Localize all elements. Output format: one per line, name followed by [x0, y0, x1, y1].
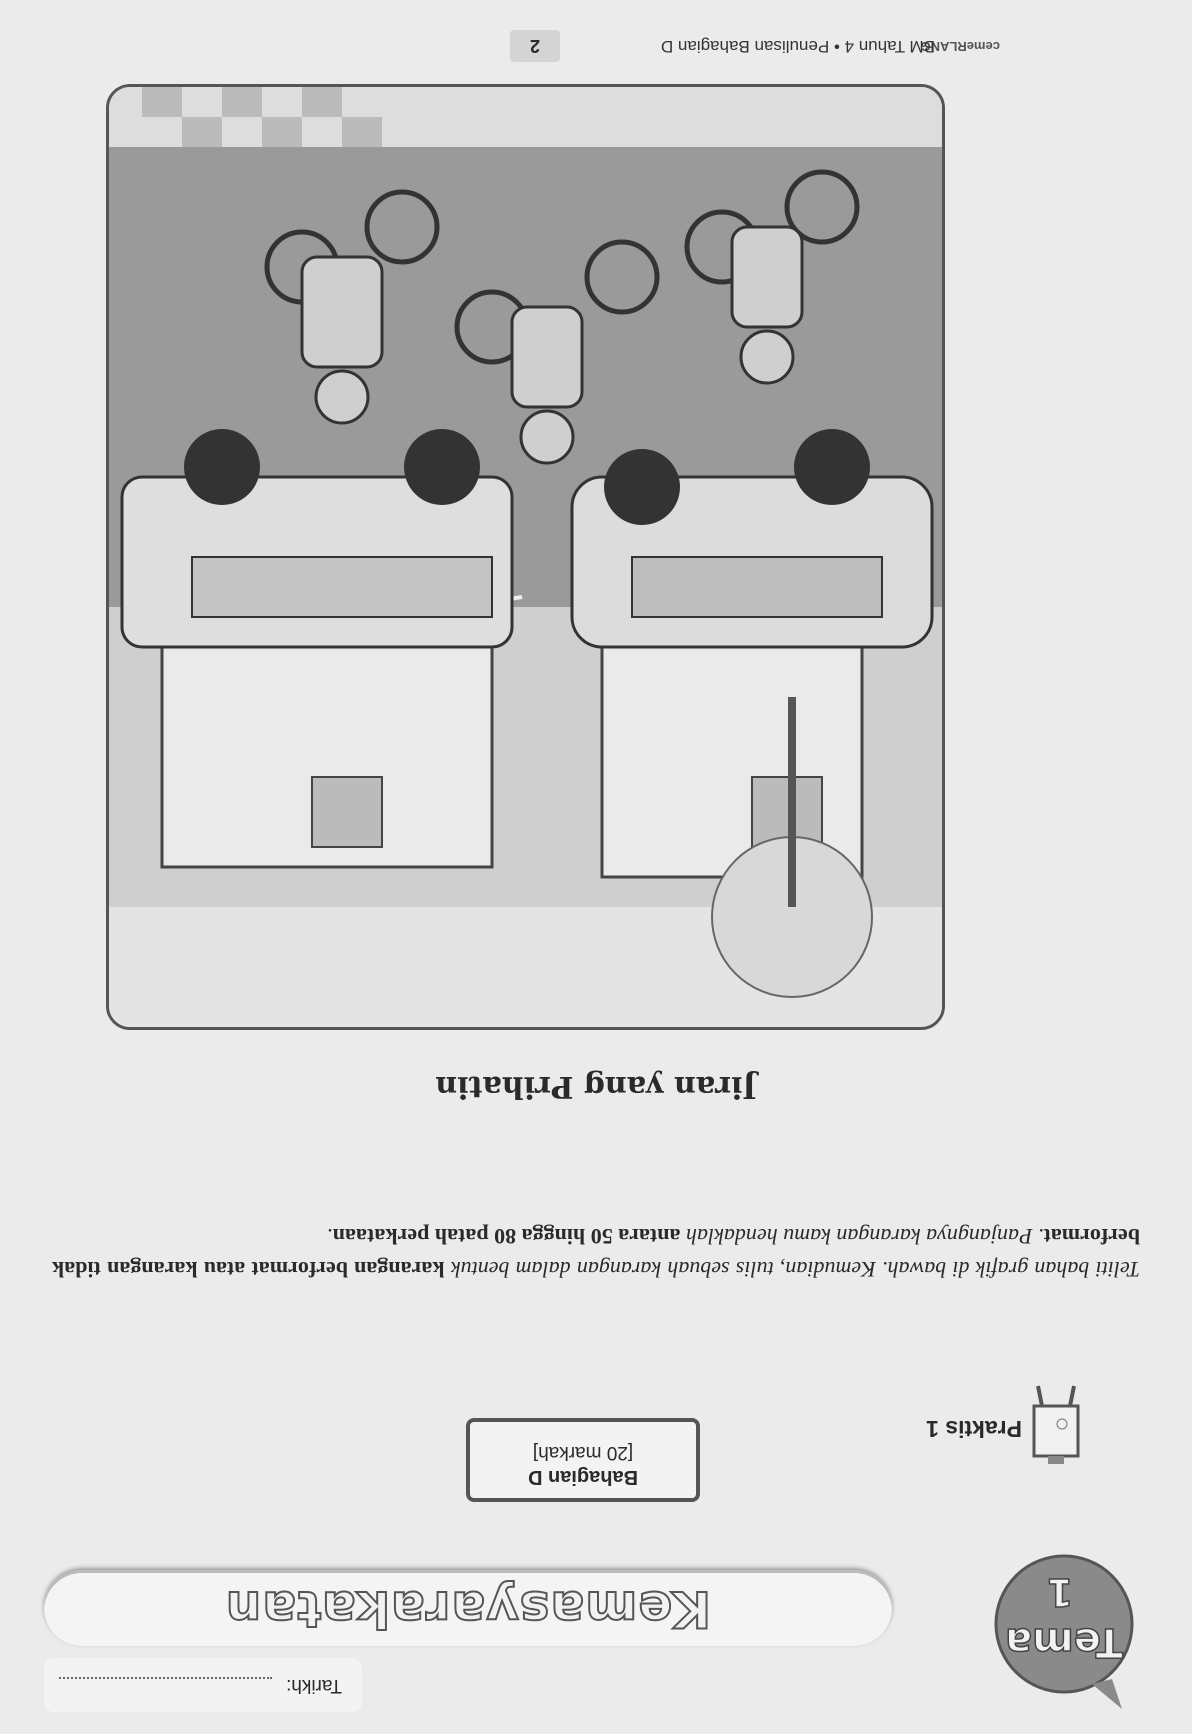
page-title: Kemasyarakatan: [224, 1579, 712, 1639]
car-left: [570, 429, 934, 649]
title-bar: Kemasyarakatan: [44, 1570, 892, 1646]
easel-icon: [1032, 1385, 1080, 1464]
theme-badge: Tema 1: [994, 1554, 1134, 1709]
instruction-part-3: . Panjangnya karangan kamu hendaklah: [680, 1224, 1044, 1249]
section-badge: Bahagian D [20 markah]: [466, 1418, 700, 1502]
instruction-part-4: antara 50 hingga 80 patah perkataan: [332, 1224, 681, 1249]
instruction-part-1: Teliti bahan grafik di bawah. Kemudian, …: [444, 1257, 1140, 1282]
theme-number: 1: [1047, 1570, 1073, 1614]
street-scene-illustration: [109, 87, 942, 1027]
date-line: [59, 1677, 272, 1679]
page-number: 2: [510, 30, 560, 62]
date-label: Tarikh:: [286, 1675, 342, 1696]
instruction-end: .: [327, 1224, 333, 1249]
car-right: [120, 429, 514, 649]
theme-word: Tema: [1005, 1619, 1123, 1665]
section-name: Bahagian D: [527, 1466, 639, 1488]
ceiling-tiles: [109, 87, 942, 147]
illustration-frame: [106, 84, 945, 1030]
exercise-label: Praktis 1: [926, 1416, 1022, 1442]
riders: [300, 225, 804, 465]
footer-text: BM Tahun 4 • Penulisan Bahagian D: [660, 37, 935, 56]
date-field[interactable]: Tarikh:: [44, 1658, 362, 1712]
picture-title: Jiran yang Prihatin: [435, 1069, 757, 1104]
section-marks: [20 markah]: [532, 1442, 634, 1463]
instructions: Teliti bahan grafik di bawah. Kemudian, …: [52, 1220, 1140, 1286]
